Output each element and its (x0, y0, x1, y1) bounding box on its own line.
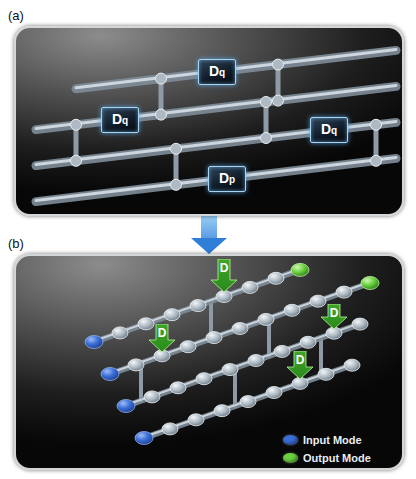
figure-panel: (a)DqDqDqDp (14, 26, 404, 216)
drive-label: D (149, 324, 175, 340)
device-box: Dq (198, 59, 236, 85)
device-box: Dp (208, 166, 246, 192)
resonator-beads (112, 272, 368, 435)
device-box: Dq (101, 107, 139, 133)
coupler-junctions (71, 59, 382, 190)
legend: Input ModeOutput Mode (283, 431, 371, 467)
waveguide-chains (94, 269, 370, 438)
device-label: Dp (219, 170, 235, 188)
legend-text: Input Mode (303, 433, 362, 447)
transition-arrow (201, 216, 217, 239)
input-modes (85, 336, 153, 445)
legend-row: Input Mode (283, 431, 371, 449)
drive-arrow: D (287, 351, 313, 379)
panel-label: (a) (8, 8, 24, 23)
drive-arrow: D (211, 259, 237, 292)
device-box: Dq (310, 117, 348, 143)
arrow-outline (211, 259, 237, 292)
legend-row: Output Mode (283, 449, 371, 467)
legend-swatch (283, 435, 298, 445)
legend-text: Output Mode (303, 451, 371, 465)
arrow-outline (287, 351, 313, 379)
drive-label: D (287, 351, 313, 367)
drive-arrow: D (149, 324, 175, 352)
device-label: Dq (209, 63, 225, 81)
waveguide-rails (36, 49, 396, 201)
legend-swatch (283, 453, 298, 463)
device-label: Dq (321, 121, 337, 139)
arrow-outline (321, 304, 347, 329)
drive-arrow: D (321, 304, 347, 329)
panel-label: (b) (8, 236, 24, 251)
drive-label: D (211, 259, 237, 275)
device-label: Dq (112, 111, 128, 129)
output-modes (291, 263, 379, 289)
drive-label: D (321, 304, 347, 320)
arrow-outline (149, 324, 175, 352)
